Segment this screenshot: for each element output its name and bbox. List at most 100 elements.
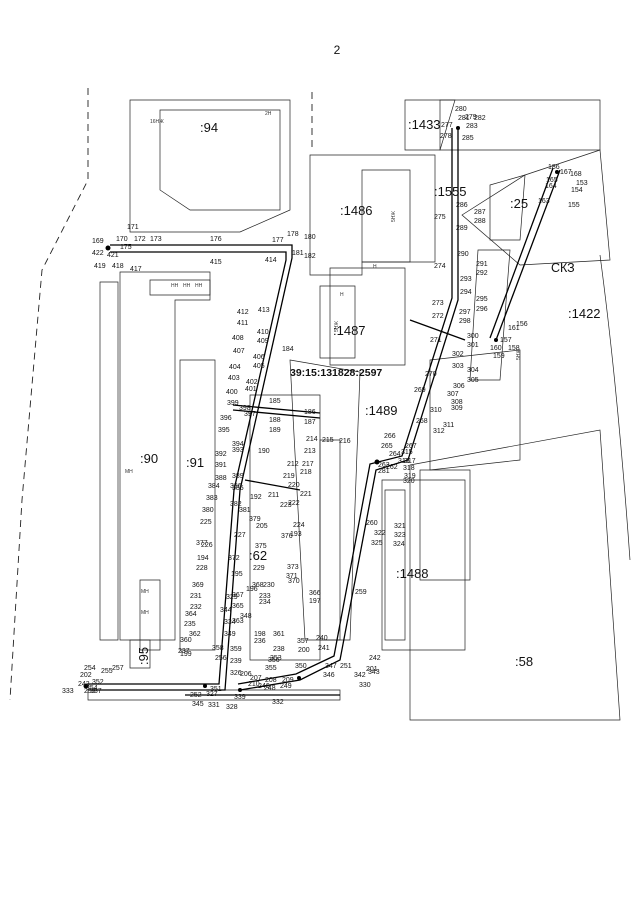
point-number-label: 189 (269, 427, 281, 434)
parcel-label: :1555 (434, 184, 467, 199)
point-number-label: 233 (259, 593, 271, 600)
point-number-label: 407 (233, 348, 245, 355)
parcel-label: :1422 (568, 306, 601, 321)
point-number-label: 231 (190, 593, 202, 600)
point-number-label: 238 (273, 646, 285, 653)
point-number-label: 216 (339, 438, 351, 445)
point-number-label: 282 (474, 115, 486, 122)
point-number-label: 379 (249, 516, 261, 523)
point-number-label: 315 (401, 449, 413, 456)
point-number-label: 213 (304, 448, 316, 455)
point-number-label: 293 (460, 276, 472, 283)
point-number-label: 417 (130, 266, 142, 273)
point-number-label: 210 (248, 681, 260, 688)
point-number-label: 361 (273, 631, 285, 638)
point-number-label: 277 (441, 122, 453, 129)
point-number-label: 408 (232, 335, 244, 342)
point-number-label: 372 (228, 555, 240, 562)
svg-text:2Н: 2Н (265, 111, 272, 117)
point-number-label: 300 (467, 333, 479, 340)
point-number-label: 239 (230, 658, 242, 665)
point-number-label: 182 (304, 253, 316, 260)
point-number-label: 305 (467, 377, 479, 384)
point-number-label: 406 (253, 354, 265, 361)
point-number-label: 220 (288, 482, 300, 489)
point-number-label: 400 (226, 389, 238, 396)
point-number-label: 323 (394, 532, 406, 539)
point-number-label: 404 (229, 364, 241, 371)
parcel-label: :90 (140, 451, 158, 466)
point-number-label: 256 (215, 655, 227, 662)
point-number-label: 260 (366, 520, 378, 527)
point-number-label: 281 (458, 115, 470, 122)
point-number-label: 352 (92, 679, 104, 686)
point-number-label: 360 (180, 637, 192, 644)
point-number-label: 227 (234, 532, 246, 539)
svg-text:НН: НН (171, 283, 179, 289)
parcel-label: :91 (186, 455, 204, 470)
point-number-label: 275 (434, 214, 446, 221)
point-number-label: 326 (230, 670, 242, 677)
cadastral-number: 39:15:131828:2597 (290, 367, 382, 379)
point-number-label: 286 (456, 202, 468, 209)
point-number-label: 292 (476, 270, 488, 277)
point-number-label: 254 (84, 665, 96, 672)
point-number-label: 215 (322, 437, 334, 444)
point-number-label: 236 (254, 638, 266, 645)
parcel-label: :95 (136, 647, 151, 665)
point-number-label: 201 (366, 666, 378, 673)
point-number-label: 196 (246, 586, 258, 593)
point-number-label: 312 (433, 428, 445, 435)
point-number-label: 228 (196, 565, 208, 572)
point-number-label: 242 (369, 655, 381, 662)
point-number-label: 237 (178, 648, 190, 655)
point-markers (83, 126, 559, 692)
point-number-label: 186 (304, 409, 316, 416)
svg-text:МН: МН (141, 610, 149, 616)
point-number-label: 194 (197, 555, 209, 562)
parcel-label: :25 (510, 196, 528, 211)
parcel-label: :1488 (396, 566, 429, 581)
point-number-label: 386 (230, 483, 242, 490)
point-number-label: 171 (127, 224, 139, 231)
point-number-label: 316 (398, 458, 410, 465)
point-number-label: 190 (258, 448, 270, 455)
point-number-label: 234 (259, 599, 271, 606)
point-number-label: 272 (432, 313, 444, 320)
point-number-label: 347 (325, 663, 337, 670)
page-number: 2 (334, 43, 341, 57)
point-number-label: 366 (309, 590, 321, 597)
svg-text:16НЖ: 16НЖ (150, 119, 164, 125)
point-number-label: 355 (265, 665, 277, 672)
point-number-label: 208 (265, 677, 277, 684)
point-number-label: 301 (467, 342, 479, 349)
point-number-label: 307 (447, 391, 459, 398)
point-number-label: 202 (80, 672, 92, 679)
point-number-label: 308 (451, 399, 463, 406)
point-number-label: 241 (318, 645, 330, 652)
point-number-label: 187 (304, 419, 316, 426)
point-number-label: 217 (302, 461, 314, 468)
point-number-label: 291 (476, 261, 488, 268)
point-number-label: 365 (232, 603, 244, 610)
point-number-label: 414 (265, 257, 277, 264)
point-number-label: 175 (120, 244, 132, 251)
svg-text:Н: Н (373, 264, 377, 270)
point-number-label: 265 (381, 443, 393, 450)
point-number-label: 296 (476, 306, 488, 313)
point-number-label: 240 (316, 635, 328, 642)
boundary-lines (9, 88, 313, 701)
point-number-label: 263 (378, 462, 390, 469)
point-number-label: 394 (232, 441, 244, 448)
point-number-label: 226 (201, 542, 213, 549)
point-number-label: 317 (404, 458, 416, 465)
point-number-label: 381 (239, 507, 251, 514)
point-number-label: 176 (210, 236, 222, 243)
point-number-label: 184 (282, 346, 294, 353)
point-number-label: 324 (393, 541, 405, 548)
point-number-label: 221 (300, 491, 312, 498)
point-number-label: 180 (304, 234, 316, 241)
point-number-label: 243 (78, 681, 90, 688)
